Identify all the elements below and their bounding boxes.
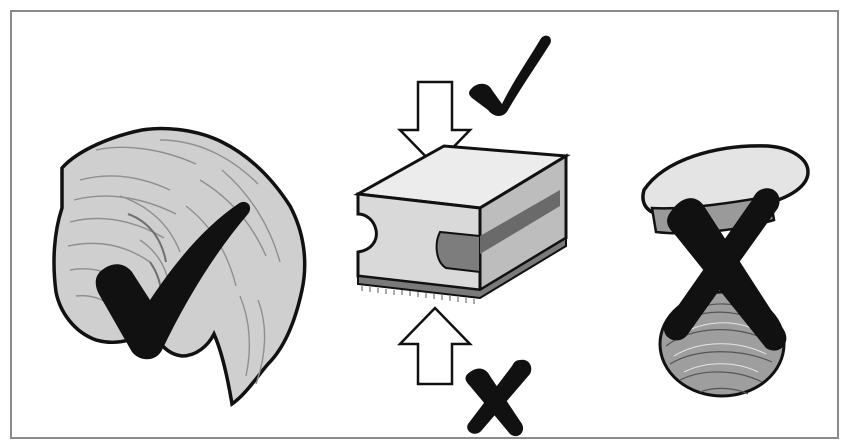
check-icon — [469, 36, 551, 116]
press-up-arrow-icon — [400, 308, 470, 384]
cross-icon — [466, 360, 532, 436]
sponge-icon — [358, 146, 566, 304]
